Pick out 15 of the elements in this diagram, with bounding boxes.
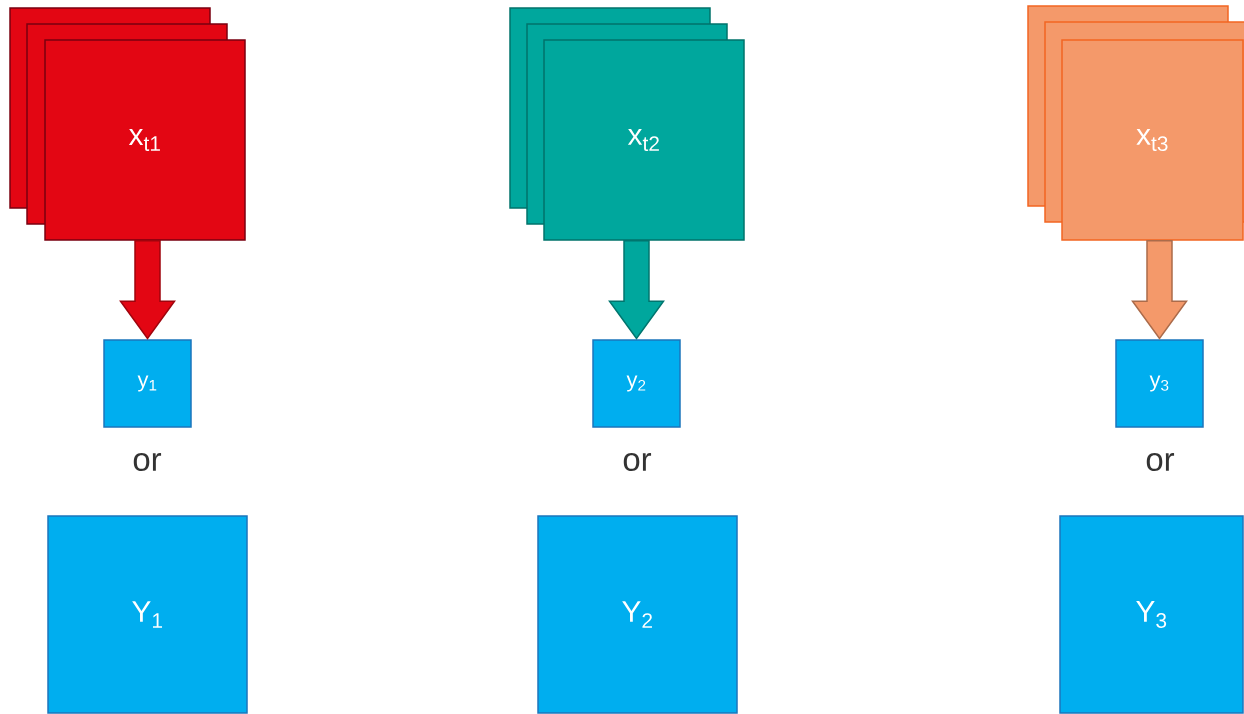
block-arrow xyxy=(119,240,176,340)
small-square: y$_{2}$ xyxy=(592,339,681,428)
block-arrow xyxy=(608,240,665,340)
label-text: or xyxy=(1146,453,1175,471)
small-square: y$_{1}$ xyxy=(103,339,192,428)
stacked-squares: x$_{t2}$ xyxy=(509,7,745,241)
stacked-squares: x$_{t1}$ xyxy=(9,7,246,241)
large-square: Y$_{1}$ xyxy=(47,515,248,714)
label-text: or xyxy=(623,453,652,471)
small-square: y$_{3}$ xyxy=(1115,339,1204,428)
label-text: or xyxy=(133,453,162,471)
large-square: Y$_{2}$ xyxy=(537,515,738,714)
large-square: Y$_{3}$ xyxy=(1059,515,1244,714)
block-arrow xyxy=(1131,240,1188,340)
stacked-squares: x$_{t3}$ xyxy=(1027,5,1244,241)
